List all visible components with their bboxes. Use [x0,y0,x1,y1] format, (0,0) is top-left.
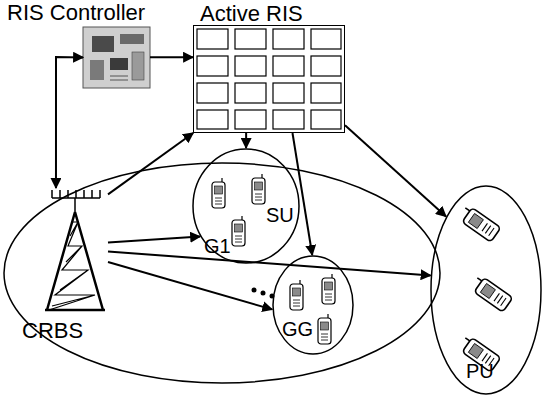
dot [261,291,266,296]
phone-icon [470,275,513,313]
ris-element [311,29,341,49]
controller-board: RIS Controller [83,27,150,88]
ris-element [197,110,228,129]
ris-element [235,29,266,49]
tower-legs [45,212,105,310]
ellipse-shape [273,256,353,354]
ellipse-shape [193,149,299,263]
ris-element [311,83,341,103]
ellipse-shape [431,186,541,394]
ris-element [311,110,341,129]
board-connector [132,52,144,80]
arrow-connector [345,125,446,216]
arrow-connector [108,133,193,194]
phone-icon [318,314,331,344]
node-label: GG [282,319,313,339]
arrow-connector [245,133,247,148]
node-label: RIS Controller [7,2,145,24]
ris-element [311,56,341,76]
coverage-ellipse [4,163,440,383]
ellipsis-dots [252,288,275,299]
board-outline [83,27,150,88]
ris-element [273,56,304,76]
ris-grid [197,29,341,129]
board-trace [110,80,128,81]
phone-icon [458,205,501,243]
board-chip [120,34,144,44]
ris-element [197,29,228,49]
board-trace [110,76,128,77]
phone-icon [290,280,303,310]
node-label: G1 [204,236,231,256]
tower-mast [74,198,76,212]
ellipse-outline [272,255,354,355]
ris-element [197,83,228,103]
base-station: CRBS [40,188,108,312]
base-station-tower [45,190,105,310]
dot [252,288,257,293]
su-phones [212,174,335,344]
group-label: SU [266,205,294,225]
arrow-connector [108,237,200,243]
arrow-connector [108,252,431,276]
node-label: PU [466,361,494,381]
arrow-connector [292,133,312,255]
pu-phones [458,205,513,373]
user-group-ellipse: GG [272,255,354,355]
controller-board [83,27,150,88]
board-chip [110,58,128,70]
node-label: CRBS [22,320,83,342]
arrow-connector [108,262,272,309]
board-chip [90,60,104,80]
ris-element [273,83,304,103]
ris-element [273,110,304,129]
phone-icon [212,178,225,208]
ris-element [235,83,266,103]
antenna-elements [52,190,100,198]
phone-icon [232,216,245,246]
tower-bracing [49,222,95,310]
phone-icon [322,274,335,304]
ris-element [197,56,228,76]
ris-element [273,29,304,49]
ris-element [235,56,266,76]
ris-panel: Active RIS [193,25,345,133]
node-label: Active RIS [200,3,303,25]
arrow-connector [150,56,193,58]
phone-icon [252,174,265,204]
primary-user-ellipse: PU [430,185,542,395]
arrow-connector [56,57,83,188]
ris-element [235,110,266,129]
board-chip [92,36,114,52]
